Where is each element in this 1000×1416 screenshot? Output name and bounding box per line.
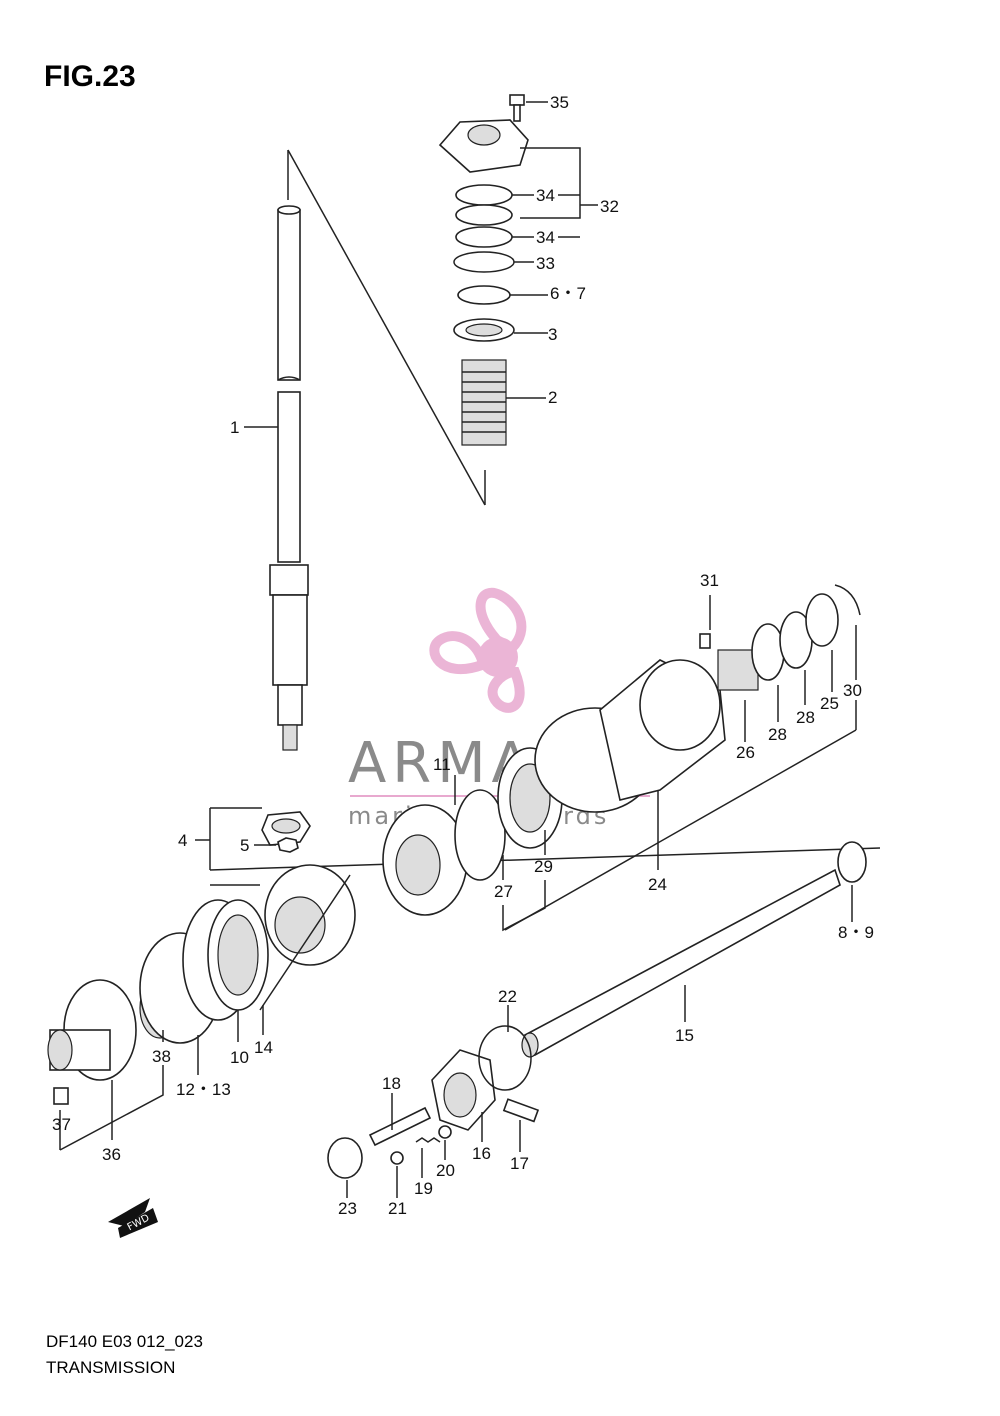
callout-31: 31 — [700, 571, 719, 590]
callout-28-right: 28 — [796, 708, 815, 727]
callout-6-7: 6・7 — [550, 284, 586, 303]
callout-15: 15 — [675, 1026, 694, 1045]
callout-22: 22 — [498, 987, 517, 1006]
ball-part — [390, 1151, 404, 1165]
seal-ring-part — [455, 226, 513, 248]
oring-part — [455, 204, 513, 226]
bolt-part — [699, 633, 711, 649]
callout-29: 29 — [534, 857, 553, 876]
callout-33: 33 — [536, 254, 555, 273]
push-rod-spring-part — [478, 1025, 532, 1091]
propeller-shaft-housing-part — [534, 659, 726, 813]
callout-4: 4 — [178, 831, 187, 850]
callout-16: 16 — [472, 1144, 491, 1163]
bearing-part — [453, 318, 515, 342]
callout-17: 17 — [510, 1154, 529, 1173]
diagram-code: DF140 E03 012_023 — [46, 1332, 203, 1351]
callout-14: 14 — [254, 1038, 273, 1057]
figure-title: FIG.23 — [44, 60, 136, 93]
bushing-part — [327, 1137, 363, 1179]
callout-11: 11 — [433, 755, 451, 774]
oil-seal-part — [751, 623, 785, 681]
callout-34-top: 34 — [536, 186, 555, 205]
dowel-pin-part — [53, 1087, 69, 1105]
shim-part — [457, 285, 511, 305]
callout-20: 20 — [436, 1161, 455, 1180]
bearing-housing-part — [438, 94, 529, 173]
callout-3: 3 — [548, 325, 557, 344]
drive-shaft-part — [269, 205, 309, 751]
callout-2: 2 — [548, 388, 557, 407]
bearing-carrier-part — [47, 979, 137, 1081]
nut-part — [277, 837, 299, 853]
forward-gear-part — [264, 864, 356, 966]
snap-ring-part — [834, 584, 861, 616]
callout-36: 36 — [102, 1145, 121, 1164]
callout-32: 32 — [600, 197, 619, 216]
callout-27: 27 — [494, 882, 513, 901]
callout-37: 37 — [52, 1115, 71, 1134]
spring-part — [415, 1137, 441, 1143]
callout-35: 35 — [550, 93, 569, 112]
callout-1: 1 — [230, 418, 239, 437]
pinion-gear-part — [261, 811, 311, 846]
callout-5: 5 — [240, 836, 249, 855]
propeller-shaft-part — [521, 868, 841, 1058]
thrust-bearing-part — [207, 899, 269, 1011]
callout-25: 25 — [820, 694, 839, 713]
callout-23: 23 — [338, 1199, 357, 1218]
seal-ring-part — [455, 184, 513, 206]
callout-38: 38 — [152, 1047, 171, 1066]
thrust-washer-part — [454, 789, 506, 881]
callout-30: 30 — [843, 681, 862, 700]
callout-24: 24 — [648, 875, 667, 894]
callout-28-left: 28 — [768, 725, 787, 744]
needle-bearing-sleeve-part — [461, 359, 507, 446]
cross-pin-part — [502, 1098, 540, 1123]
needle-bearing-part — [717, 649, 759, 691]
callout-18: 18 — [382, 1074, 401, 1093]
diagram-section-name: TRANSMISSION — [46, 1358, 176, 1377]
clutch-dog-part — [431, 1049, 496, 1131]
push-rod-part — [368, 1106, 432, 1147]
callout-26: 26 — [736, 743, 755, 762]
shim-part — [837, 841, 867, 883]
callout-8-9: 8・9 — [838, 923, 874, 942]
callout-34-bottom: 34 — [536, 228, 555, 247]
callout-12-13: 12・13 — [176, 1080, 231, 1099]
callout-10: 10 — [230, 1048, 249, 1067]
propeller-logo-icon — [429, 587, 527, 713]
reverse-gear-part — [382, 804, 468, 916]
ball-part — [438, 1125, 452, 1139]
oring-part — [805, 593, 839, 647]
callout-21: 21 — [388, 1199, 407, 1218]
fwd-arrow-icon: FWD — [108, 1198, 158, 1238]
oring-part — [453, 251, 515, 273]
callout-19: 19 — [414, 1179, 433, 1198]
